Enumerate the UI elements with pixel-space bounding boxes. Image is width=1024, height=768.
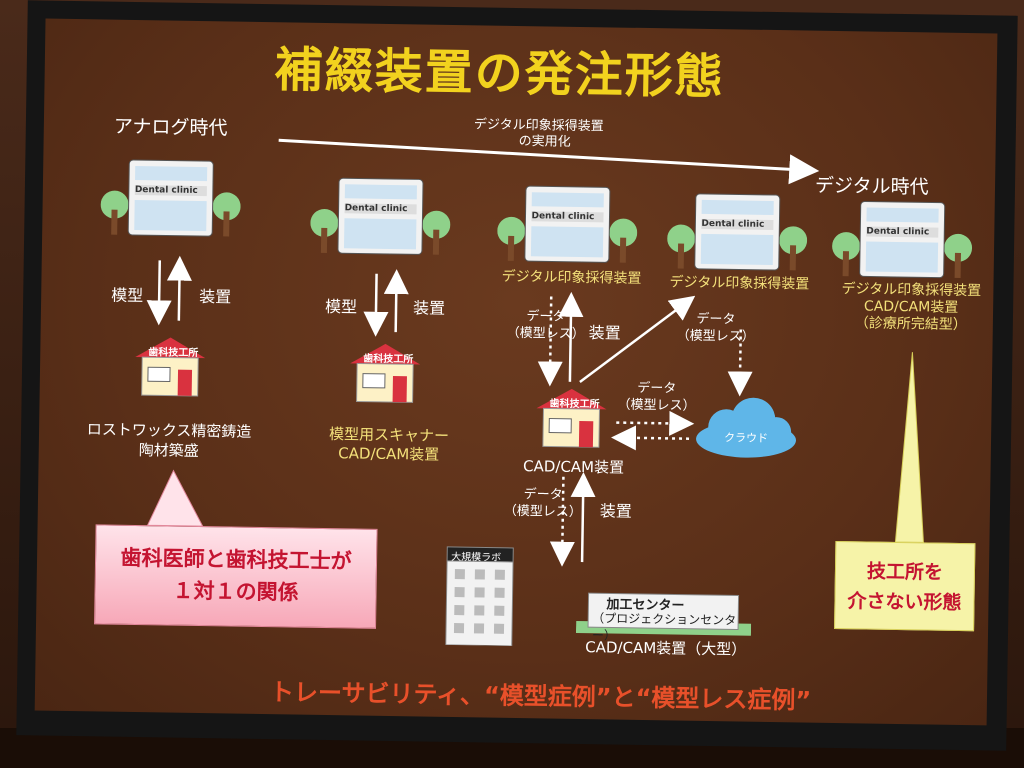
col2-down-label: 模型 [324,296,358,317]
clinic-icon [497,185,638,263]
lab-to-cloud-arrow [616,410,695,436]
lab-sign: 歯科技工所 [549,398,600,411]
lab-data-down-arrow [549,476,575,567]
slide: 補綴装置の発注形態 アナログ時代 デジタル時代 デジタル印象採得装置 の実用化 … [34,18,998,726]
clinic-icon [310,177,451,255]
col2-up-arrow [383,269,409,333]
col2-up-label: 装置 [412,298,446,318]
col3-lab-down-label-1: データ [523,487,563,503]
clinic-sign: Dental clinic [344,203,408,215]
cloud-data-label: データ （模型レス） [617,380,696,415]
col3-clinic-caption: デジタル印象採得装置 [501,268,642,287]
col3-up-label: 装置 [588,323,621,343]
col2-lab-caption-2: CAD/CAM装置 [338,444,440,464]
col4-to-cloud-arrow [727,329,753,397]
col1-down-label: 模型 [111,285,144,306]
large-lab-building: 大規模ラボ [444,545,516,650]
col5-clinic-caption-1: デジタル印象採得装置 [841,281,982,300]
lab-sign: 歯科技工所 [363,353,414,366]
col2-down-arrow [363,273,389,337]
col3-down-label: データ （模型レス） [507,308,586,343]
projection-screen: 補綴装置の発注形態 アナログ時代 デジタル時代 デジタル印象採得装置 の実用化 … [16,0,1018,751]
lab-to-col4-arrow [579,295,696,383]
col5-clinic-caption: デジタル印象採得装置 CAD/CAM装置 （診療所完結型） [811,281,1012,335]
col1-lab-caption-1: ロストワックス精密鋳造 [86,420,252,441]
cloud-data-label-1: データ [637,380,677,397]
col4-clinic-caption: デジタル印象採得装置 [669,274,810,293]
col2-lab-caption: 模型用スキャナー CAD/CAM装置 [299,425,480,466]
lab-icon [536,388,607,448]
clinic-building-2: Dental clinic [310,168,451,264]
pink-callout-pointer [146,469,204,527]
office-building-icon [445,546,514,647]
clinic-building-5: Dental clinic [831,191,973,287]
col4-data-label: データ （模型レス） [677,311,756,346]
lab-icon [135,337,206,397]
timeline-label-2: の実用化 [518,133,571,150]
clinic-building-4: Dental clinic [667,183,808,279]
processing-caption: CAD/CAM装置（大型） [585,638,747,659]
cloud-icon [696,397,797,458]
clinic-sign: Dental clinic [866,226,930,238]
col3-lab-down-label: データ （模型レス） [504,486,583,521]
col3-up-arrow [558,291,584,382]
lab-building-1: 歯科技工所 [130,335,211,402]
lab-up-arrow [570,472,596,563]
col1-lab-caption: ロストワックス精密鋳造 陶材築盛 [79,419,260,462]
col5-clinic-caption-3: （診療所完結型） [854,315,967,334]
col4-data-label-2: （模型レス） [676,328,755,345]
col1-down-arrow [146,260,172,326]
no-lab-callout-line-1: 技工所を [866,560,944,584]
clinic-icon [832,200,973,279]
clinic-building-1: Dental clinic [100,149,241,245]
col4-data-label-1: データ [696,311,736,328]
col3-down-label-2: （模型レス） [506,325,585,343]
col1-up-arrow [166,255,192,321]
clinic-sign: Dental clinic [701,218,765,230]
one-to-one-callout-line-2: １対１の関係 [172,578,299,605]
one-to-one-callout-line-1: 歯科医師と歯科技工士が [120,545,352,574]
clinic-sign: Dental clinic [134,184,198,196]
digital-spike [894,352,924,543]
col1-lab-caption-2: 陶材築盛 [138,441,199,461]
lab-icon [350,343,421,403]
col3-lab-up-label: 装置 [599,501,633,521]
cloud-data-label-2: （模型レス） [617,397,696,414]
cloud-to-lab-arrow [611,425,690,451]
col3-lab-caption: CAD/CAM装置 [522,457,625,477]
arrows-layer [146,138,924,567]
large-lab-label: 大規模ラボ [451,551,502,564]
clinic-sign: Dental clinic [531,211,595,223]
timeline-arrow [278,138,820,185]
lab-building-2: 歯科技工所 [344,341,425,408]
lab-sign: 歯科技工所 [148,347,199,359]
clinic-building-3: Dental clinic [497,176,638,272]
era-analog-label: アナログ時代 [113,115,228,140]
col3-lab-down-label-2: （模型レス） [503,503,582,521]
col1-up-label: 装置 [199,286,232,307]
slide-title: 補綴装置の発注形態 [274,42,726,106]
col3-data-down-arrow [537,296,563,387]
one-to-one-callout: 歯科医師と歯科技工士が １対１の関係 [94,524,378,629]
no-lab-callout: 技工所を 介さない形態 [834,541,976,632]
cloud: クラウド [691,391,802,467]
factory-icon [575,592,752,636]
no-lab-callout-line-2: 介さない形態 [847,590,962,615]
cloud-label: クラウド [723,431,769,445]
clinic-icon [667,193,808,271]
col3-down-label-1: データ [526,309,566,325]
clinic-icon [100,159,241,237]
lab-building-3: 歯科技工所 [531,386,612,453]
processing-center: 加工センター （プロジェクションセンター） [575,589,752,646]
